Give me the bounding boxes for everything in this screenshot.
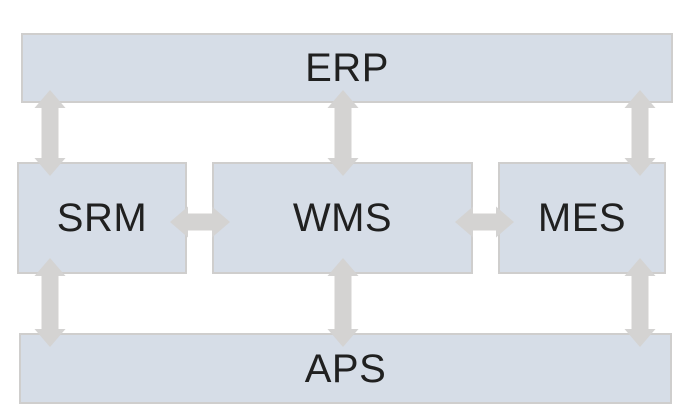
node-aps: APS [19, 333, 672, 404]
node-erp: ERP [21, 33, 673, 103]
node-erp-label: ERP [305, 46, 389, 90]
node-wms-label: WMS [292, 196, 393, 240]
node-mes: MES [498, 162, 666, 274]
node-mes-label: MES [537, 196, 627, 240]
node-srm: SRM [17, 162, 187, 274]
node-aps-label: APS [304, 346, 387, 391]
node-wms: WMS [212, 162, 473, 274]
node-srm-label: SRM [56, 196, 148, 240]
